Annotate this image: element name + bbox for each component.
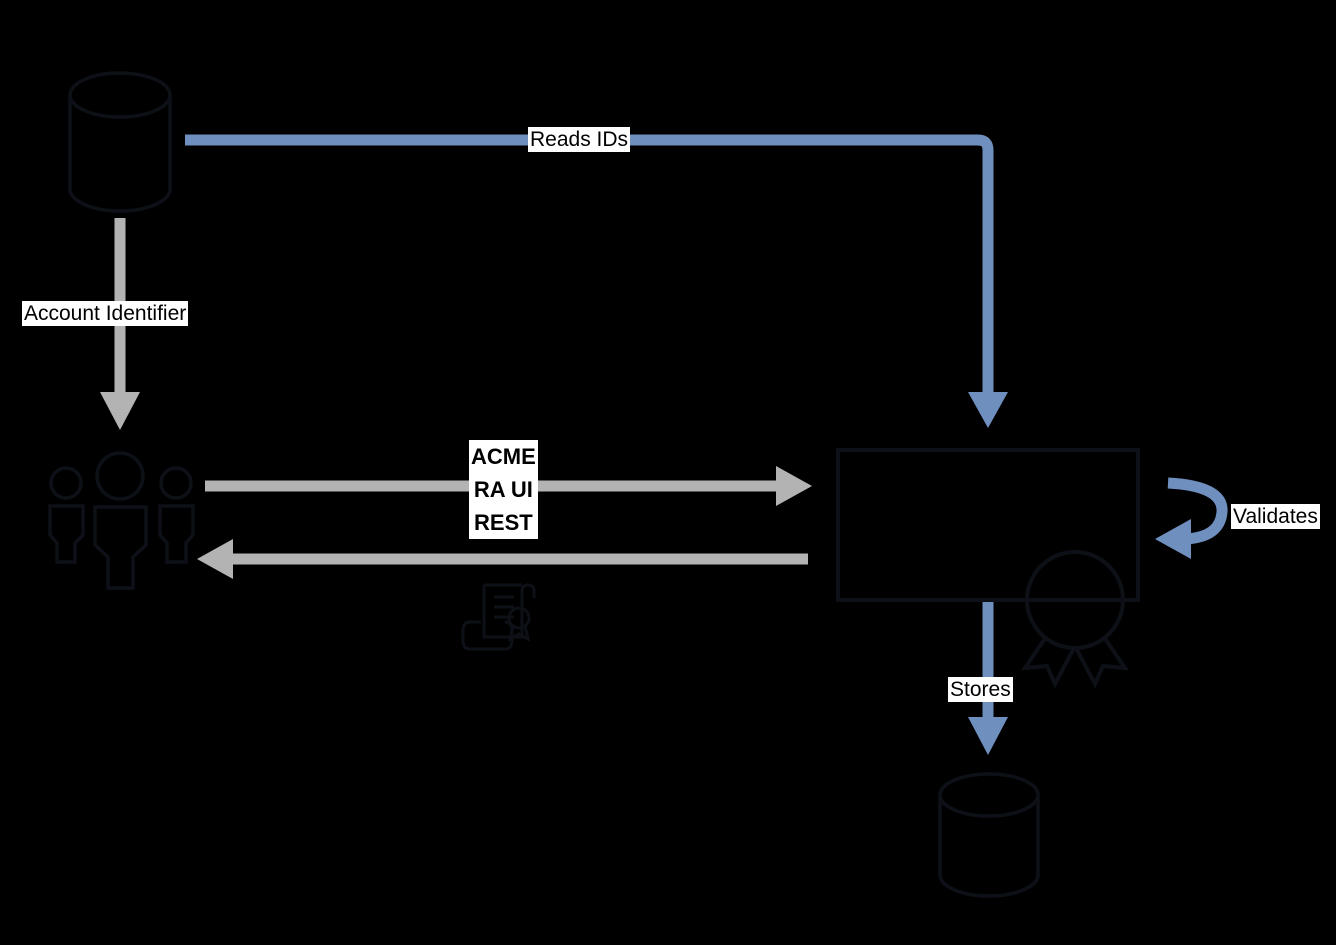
source-database-cylinder [68,71,172,213]
edge-response [197,539,808,579]
users-group-icon [48,451,195,590]
edge-validates [1155,477,1228,559]
ra-service-box [836,448,1140,602]
certificate-badge-icon [1020,550,1130,689]
edge-label-validates: Validates [1231,504,1320,529]
edge-reads-ids [185,134,1008,428]
edge-label-account-identifier: Account Identifier [22,301,189,326]
target-database-cylinder [938,772,1040,898]
edge-label-acme-ra-ui-rest: ACME RA UI REST [469,440,538,539]
edge-label-stores: Stores [948,677,1013,702]
certificate-document-icon [461,583,536,651]
edge-stores [968,600,1008,755]
edge-label-reads-ids: Reads IDs [528,127,631,152]
